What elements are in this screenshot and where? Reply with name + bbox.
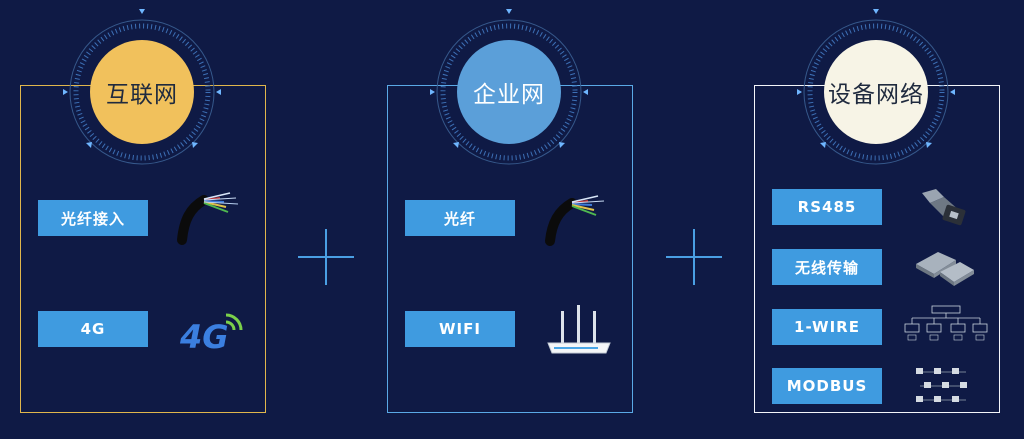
internet-ring-decoration [63,9,221,165]
onewire-topology-icon [904,305,988,341]
wireless-transmission-button[interactable]: 无线传输 [772,249,882,285]
fiber-access-button[interactable]: 光纤接入 [38,200,148,236]
svg-text:4G: 4G [179,318,229,356]
rs485-button[interactable]: RS485 [772,189,882,225]
fiber-button[interactable]: 光纤 [405,200,515,236]
device-network-ring-decoration [797,9,955,165]
4g-button[interactable]: 4G [38,311,148,347]
modbus-network-icon [916,368,967,402]
device-network-title: 设备网络 [824,40,928,144]
1-wire-button[interactable]: 1-WIRE [772,309,882,345]
enterprise-title: 企业网 [457,40,561,144]
enterprise-ring-decoration [430,9,588,165]
internet-title: 互联网 [90,40,194,144]
plus-icon [666,229,722,285]
plus-icon [298,229,354,285]
wireless-module-icon [916,252,974,286]
4g-logo-icon: 4G [179,313,243,356]
modbus-button[interactable]: MODBUS [772,368,882,404]
wifi-router-icon [547,305,611,354]
fiber-cable-icon [545,195,605,246]
fiber-cable-icon [177,192,239,245]
rs485-connector-icon [922,189,966,226]
wifi-button[interactable]: WIFI [405,311,515,347]
